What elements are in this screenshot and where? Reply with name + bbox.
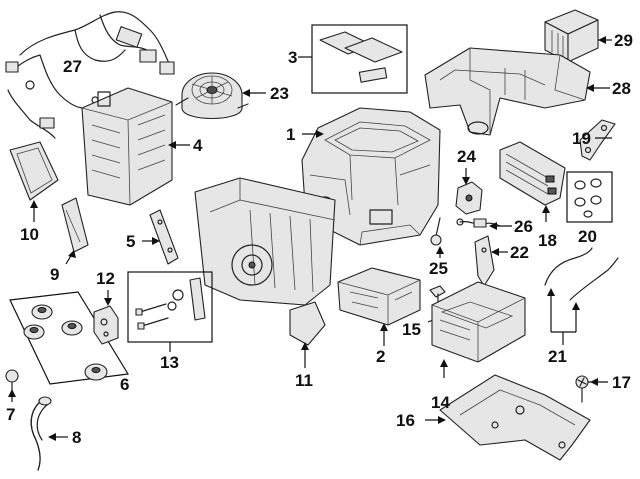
callout-25: 25	[429, 259, 448, 278]
clip-drawing	[5, 369, 19, 402]
tubes-drawing	[544, 247, 619, 345]
callout-22: 22	[510, 243, 529, 262]
filter-drawing	[61, 197, 89, 265]
callout-14: 14	[431, 393, 450, 412]
mount-insulators-drawing	[9, 291, 129, 385]
callout-17: 17	[612, 373, 631, 392]
temperature-sensor-drawing	[456, 218, 512, 230]
callout-21: 21	[548, 347, 567, 366]
callout-15: 15	[402, 320, 421, 339]
actuator-drawing	[455, 168, 483, 215]
callout-1: 1	[286, 125, 295, 144]
sensor-drawing	[430, 217, 444, 258]
evaporator-case-drawing	[194, 177, 336, 368]
drain-hose-drawing	[30, 396, 68, 471]
valve-hardware-kit-drawing	[127, 271, 213, 352]
o-ring-kit-drawing	[566, 171, 613, 223]
callout-2: 2	[376, 347, 385, 366]
callout-5: 5	[126, 232, 135, 251]
callout-8: 8	[72, 428, 81, 447]
callout-28: 28	[612, 79, 631, 98]
expansion-valve-drawing	[93, 290, 119, 345]
blower-motor-drawing	[175, 72, 266, 120]
callout-10: 10	[20, 225, 39, 244]
bracket-drawing	[142, 209, 179, 265]
control-module-drawing	[431, 281, 526, 378]
callout-4: 4	[193, 136, 203, 155]
callout-27: 27	[63, 57, 82, 76]
callout-7: 7	[6, 405, 15, 424]
seal-frame-drawing	[9, 141, 59, 222]
callout-12: 12	[96, 269, 115, 288]
heater-core-drawing	[499, 141, 566, 222]
callout-20: 20	[578, 227, 597, 246]
callout-29: 29	[614, 31, 633, 50]
seal-kit-drawing	[298, 24, 408, 94]
blower-resistor-drawing	[544, 9, 612, 63]
callout-19: 19	[572, 129, 591, 148]
wiring-harness-drawing	[5, 11, 175, 139]
callout-13: 13	[160, 353, 179, 372]
small-bracket-drawing	[579, 119, 616, 161]
callout-3: 3	[288, 48, 297, 67]
case-lower-section-drawing	[337, 267, 421, 346]
callout-26: 26	[514, 217, 533, 236]
upper-duct-housing-drawing	[81, 87, 190, 206]
callout-9: 9	[50, 265, 59, 284]
duct-assembly-drawing	[424, 47, 610, 136]
brace-drawing	[474, 235, 508, 287]
callout-23: 23	[270, 84, 289, 103]
callout-16: 16	[396, 411, 415, 430]
support-bracket-drawing	[425, 374, 591, 461]
callout-6: 6	[120, 375, 129, 394]
callout-11: 11	[295, 371, 313, 390]
callout-24: 24	[457, 147, 476, 166]
heater-evaporator-case-drawing	[301, 107, 441, 246]
screw-drawing	[575, 375, 608, 403]
callout-18: 18	[538, 231, 557, 250]
callout-labels: 27 23 3 29 28 1 4 19 24 10 5 26 18 20 22…	[6, 31, 633, 447]
